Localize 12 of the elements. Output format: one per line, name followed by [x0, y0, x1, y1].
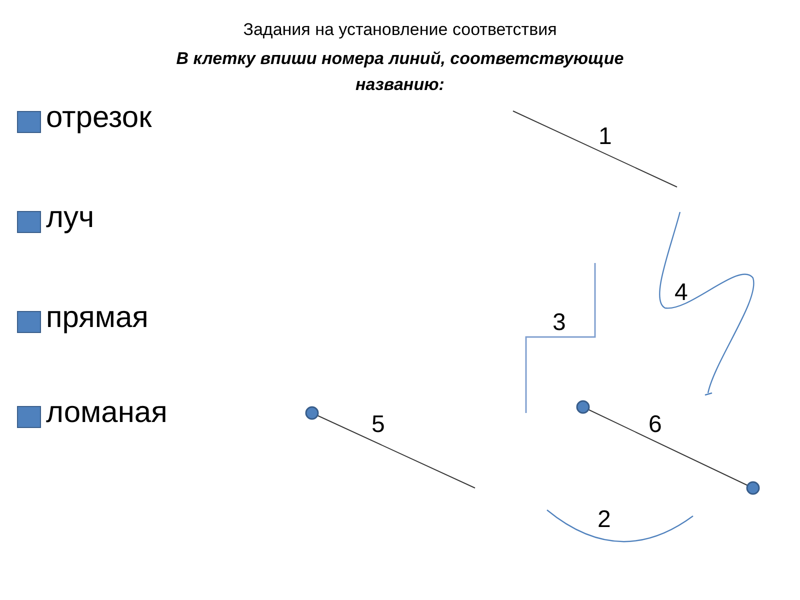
term-label: прямая [46, 301, 148, 336]
line-number: 4 [674, 279, 688, 307]
line-number: 3 [552, 309, 566, 337]
title: Задания на установление соответствия [242, 20, 558, 40]
term-label: отрезок [46, 101, 152, 136]
line-number: 1 [598, 123, 612, 151]
instruction-text: В клетку впиши номера линий, соответствующие названию: [175, 48, 625, 96]
term-label: луч [46, 201, 94, 236]
term-label: ломаная [46, 396, 168, 430]
line-number: 6 [648, 411, 662, 439]
line-number: 5 [372, 411, 385, 439]
line-number: 2 [598, 506, 611, 534]
